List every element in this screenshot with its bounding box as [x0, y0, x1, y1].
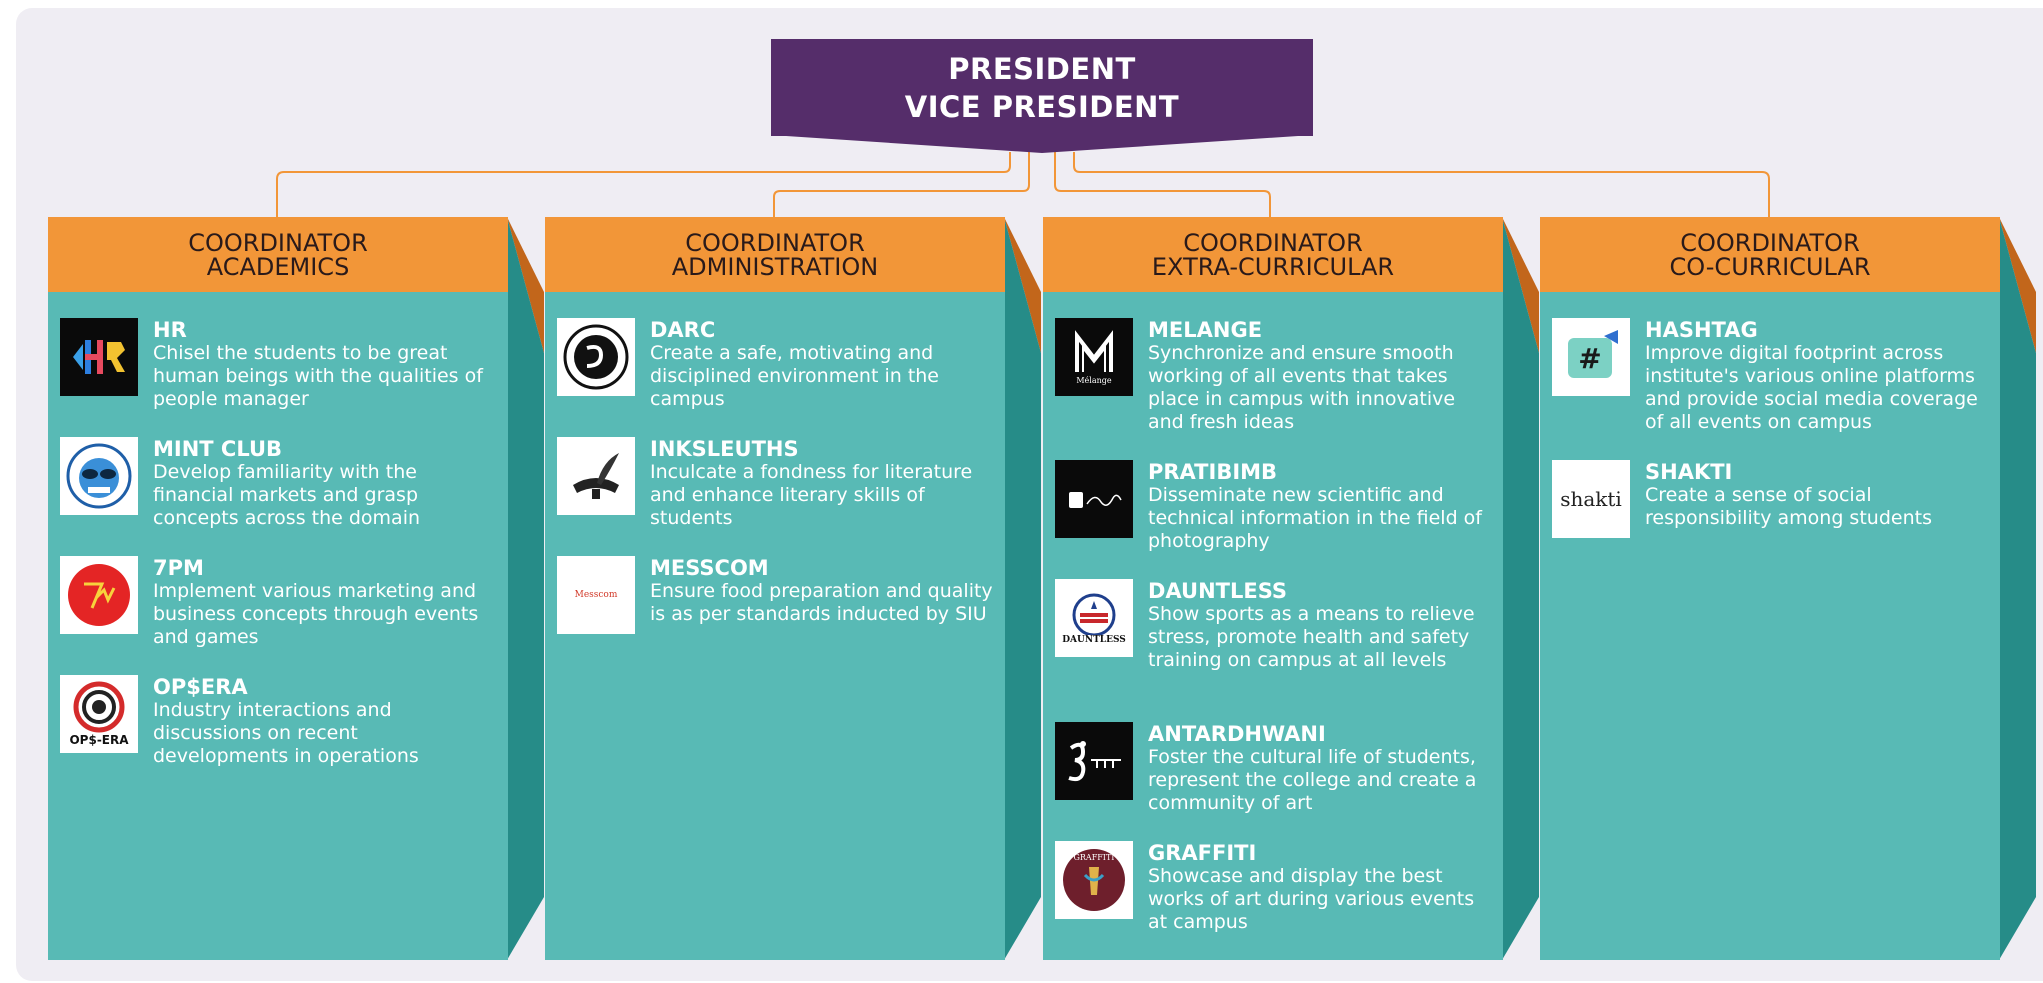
column-extra-curricular: COORDINATOR EXTRA-CURRICULAR Mélange MEL…: [1043, 217, 1539, 960]
dauntless-logo-icon: DAUNTLESS: [1055, 579, 1133, 657]
president-box-point: [771, 135, 1313, 153]
club-description: Industry interactions and discussions on…: [153, 699, 419, 767]
header-subtitle: ACADEMICS: [206, 252, 350, 281]
club-name: 7PM: [153, 556, 204, 580]
club-name: MELANGE: [1148, 318, 1263, 342]
header-title: COORDINATOR: [188, 228, 368, 257]
mint-club-logo-icon: [60, 437, 138, 515]
club-name: DAUNTLESS: [1148, 579, 1288, 603]
president-box: PRESIDENT VICE PRESIDENT: [771, 39, 1313, 136]
club-description: Showcase and display the best works of a…: [1148, 865, 1475, 933]
melange-logo-text: Mélange: [1076, 375, 1112, 385]
coordinator-header-administration: COORDINATOR ADMINISTRATION: [545, 217, 1005, 292]
column-side-3d: [507, 217, 544, 960]
club-name: MINT CLUB: [153, 437, 283, 461]
messcom-logo-icon: Messcom: [557, 556, 635, 634]
column-administration: COORDINATOR ADMINISTRATION DARC Create a…: [545, 217, 1041, 960]
antardhwani-logo-icon: [1055, 722, 1133, 800]
shakti-logo-icon: shakti: [1552, 460, 1630, 538]
column-body: DARC Create a safe, motivating and disci…: [545, 292, 1005, 960]
club-description: Chisel the students to be great human be…: [153, 342, 483, 410]
hr-logo-icon: [60, 318, 138, 396]
vice-president-label: VICE PRESIDENT: [904, 89, 1180, 124]
column-body: # HASHTAG Improve digital footprint acro…: [1540, 292, 2000, 960]
header-subtitle: ADMINISTRATION: [671, 252, 879, 281]
club-description: Implement various marketing and business…: [153, 580, 479, 648]
column-academics: COORDINATOR ACADEMICS HR Chisel the stud…: [48, 217, 544, 960]
club-name: INKSLEUTHS: [650, 437, 799, 461]
club-description: Show sports as a means to relieve stress…: [1148, 603, 1475, 671]
messcom-logo-text: Messcom: [574, 590, 618, 600]
opsera-logo-text: OP$-ERA: [69, 733, 129, 747]
coordinator-header-academics: COORDINATOR ACADEMICS: [48, 217, 508, 292]
club-name: SHAKTI: [1645, 460, 1733, 484]
club-name: ANTARDHWANI: [1148, 722, 1326, 746]
club-description: Develop familiarity with the financial m…: [153, 461, 421, 529]
header-subtitle: CO-CURRICULAR: [1669, 252, 1871, 281]
header-title: COORDINATOR: [685, 228, 865, 257]
column-side-3d: [1004, 217, 1041, 960]
club-name: DARC: [650, 318, 716, 342]
graffiti-logo-icon: GRAFFITI: [1055, 841, 1133, 919]
club-description: Synchronize and ensure smooth working of…: [1148, 342, 1456, 433]
club-name: PRATIBIMB: [1148, 460, 1278, 484]
7pm-logo-icon: [60, 556, 138, 634]
column-side-3d: [1502, 217, 1539, 960]
shakti-logo-text: shakti: [1560, 487, 1622, 511]
club-name: HASHTAG: [1645, 318, 1758, 342]
club-name: GRAFFITI: [1148, 841, 1257, 865]
club-description: Improve digital footprint across institu…: [1645, 342, 1978, 433]
coordinator-header-co-curricular: COORDINATOR CO-CURRICULAR: [1540, 217, 2000, 292]
column-side-3d: [1999, 217, 2036, 960]
column-co-curricular: COORDINATOR CO-CURRICULAR # HASHTAG Impr…: [1540, 217, 2036, 960]
club-description: Create a sense of social responsibility …: [1645, 484, 1932, 529]
club-name: OP$ERA: [153, 675, 248, 699]
president-label: PRESIDENT: [948, 51, 1136, 86]
graffiti-logo-text: GRAFFITI: [1073, 853, 1115, 862]
melange-logo-icon: Mélange: [1055, 318, 1133, 396]
club-name: MESSCOM: [650, 556, 769, 580]
header-title: COORDINATOR: [1183, 228, 1363, 257]
club-description: Foster the cultural life of students, re…: [1148, 746, 1477, 814]
pratibimb-logo-icon: [1055, 460, 1133, 538]
club-description: Disseminate new scientific and technical…: [1148, 484, 1482, 552]
header-subtitle: EXTRA-CURRICULAR: [1151, 252, 1395, 281]
opsera-logo-icon: OP$-ERA: [60, 675, 138, 753]
coordinator-header-extra-curricular: COORDINATOR EXTRA-CURRICULAR: [1043, 217, 1503, 292]
svg-text:#: #: [1578, 342, 1601, 375]
club-description: Inculcate a fondness for literature and …: [650, 461, 973, 529]
column-body: Mélange MELANGE Synchronize and ensure s…: [1043, 292, 1503, 960]
header-title: COORDINATOR: [1680, 228, 1860, 257]
club-name: HR: [153, 318, 187, 342]
column-body: HR Chisel the students to be great human…: [48, 292, 508, 960]
club-description: Ensure food preparation and quality is a…: [650, 580, 993, 625]
darc-logo-icon: [557, 318, 635, 396]
club-description: Create a safe, motivating and discipline…: [650, 342, 939, 410]
inksleuths-logo-icon: [557, 437, 635, 515]
dauntless-logo-text: DAUNTLESS: [1062, 635, 1126, 645]
hashtag-logo-icon: #: [1552, 318, 1630, 396]
